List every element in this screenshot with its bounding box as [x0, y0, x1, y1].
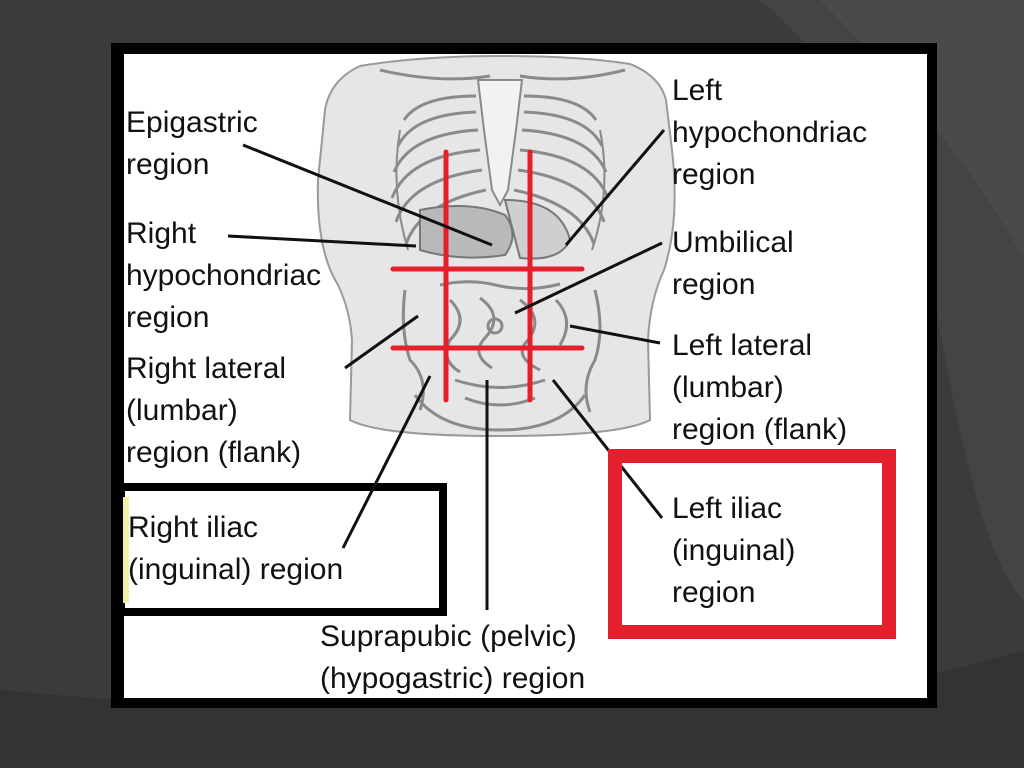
- label-line: region: [126, 148, 210, 181]
- label-line: region: [672, 576, 756, 609]
- label-line: Left lateral: [672, 329, 813, 362]
- label-line: Left: [672, 74, 723, 107]
- leader-umbilical: [514, 241, 663, 315]
- leader-left-hypochondriac: [564, 129, 666, 246]
- label-line: region: [126, 301, 210, 334]
- leader-right-lateral: [344, 314, 419, 370]
- label-line: (hypogastric) region: [320, 662, 586, 695]
- label-line: Umbilical: [672, 226, 794, 259]
- label-left-iliac: Left iliac (inguinal) region: [672, 488, 795, 614]
- label-line: (inguinal): [672, 534, 796, 567]
- left-iliac-highlight-box: [608, 449, 896, 639]
- leader-right-iliac: [341, 375, 432, 549]
- leader-left-iliac: [551, 379, 664, 519]
- pelvis: [413, 394, 587, 432]
- label-line: region (flank): [126, 436, 302, 469]
- liver: [419, 205, 514, 259]
- label-line: hypochondriac: [126, 259, 322, 292]
- label-line: Epigastric: [126, 106, 258, 139]
- label-line: Right iliac: [128, 511, 259, 544]
- label-suprapubic: Suprapubic (pelvic) (hypogastric) region: [320, 616, 585, 700]
- label-line: Right: [126, 217, 197, 250]
- label-umbilical: Umbilical region: [672, 222, 794, 306]
- label-left-lateral: Left lateral (lumbar) region (flank): [672, 325, 847, 451]
- label-line: region (flank): [672, 413, 848, 446]
- label-epigastric: Epigastric region: [126, 102, 258, 186]
- leader-epigastric: [242, 143, 493, 247]
- leader-lines: [227, 129, 666, 610]
- label-right-iliac: Right iliac (inguinal) region: [128, 507, 343, 591]
- label-line: (lumbar): [126, 394, 238, 427]
- text-highlight-mark: [123, 497, 129, 603]
- label-line: (inguinal) region: [128, 553, 344, 586]
- label-left-hypochondriac: Left hypochondriac region: [672, 70, 867, 196]
- leader-left-lateral: [569, 324, 661, 345]
- region-grid-lines: [390, 149, 585, 403]
- right-iliac-highlight-box: [117, 483, 447, 616]
- label-line: Right lateral: [126, 352, 287, 385]
- label-line: Left iliac: [672, 492, 783, 525]
- sternum: [476, 79, 524, 208]
- label-line: region: [672, 158, 756, 191]
- label-right-hypochondriac: Right hypochondriac region: [126, 213, 321, 339]
- label-line: region: [672, 268, 756, 301]
- leader-right-hypochondriac: [227, 234, 417, 248]
- label-right-lateral: Right lateral (lumbar) region (flank): [126, 348, 301, 474]
- label-line: (lumbar): [672, 371, 784, 404]
- label-line: Suprapubic (pelvic): [320, 620, 577, 653]
- label-line: hypochondriac: [672, 116, 868, 149]
